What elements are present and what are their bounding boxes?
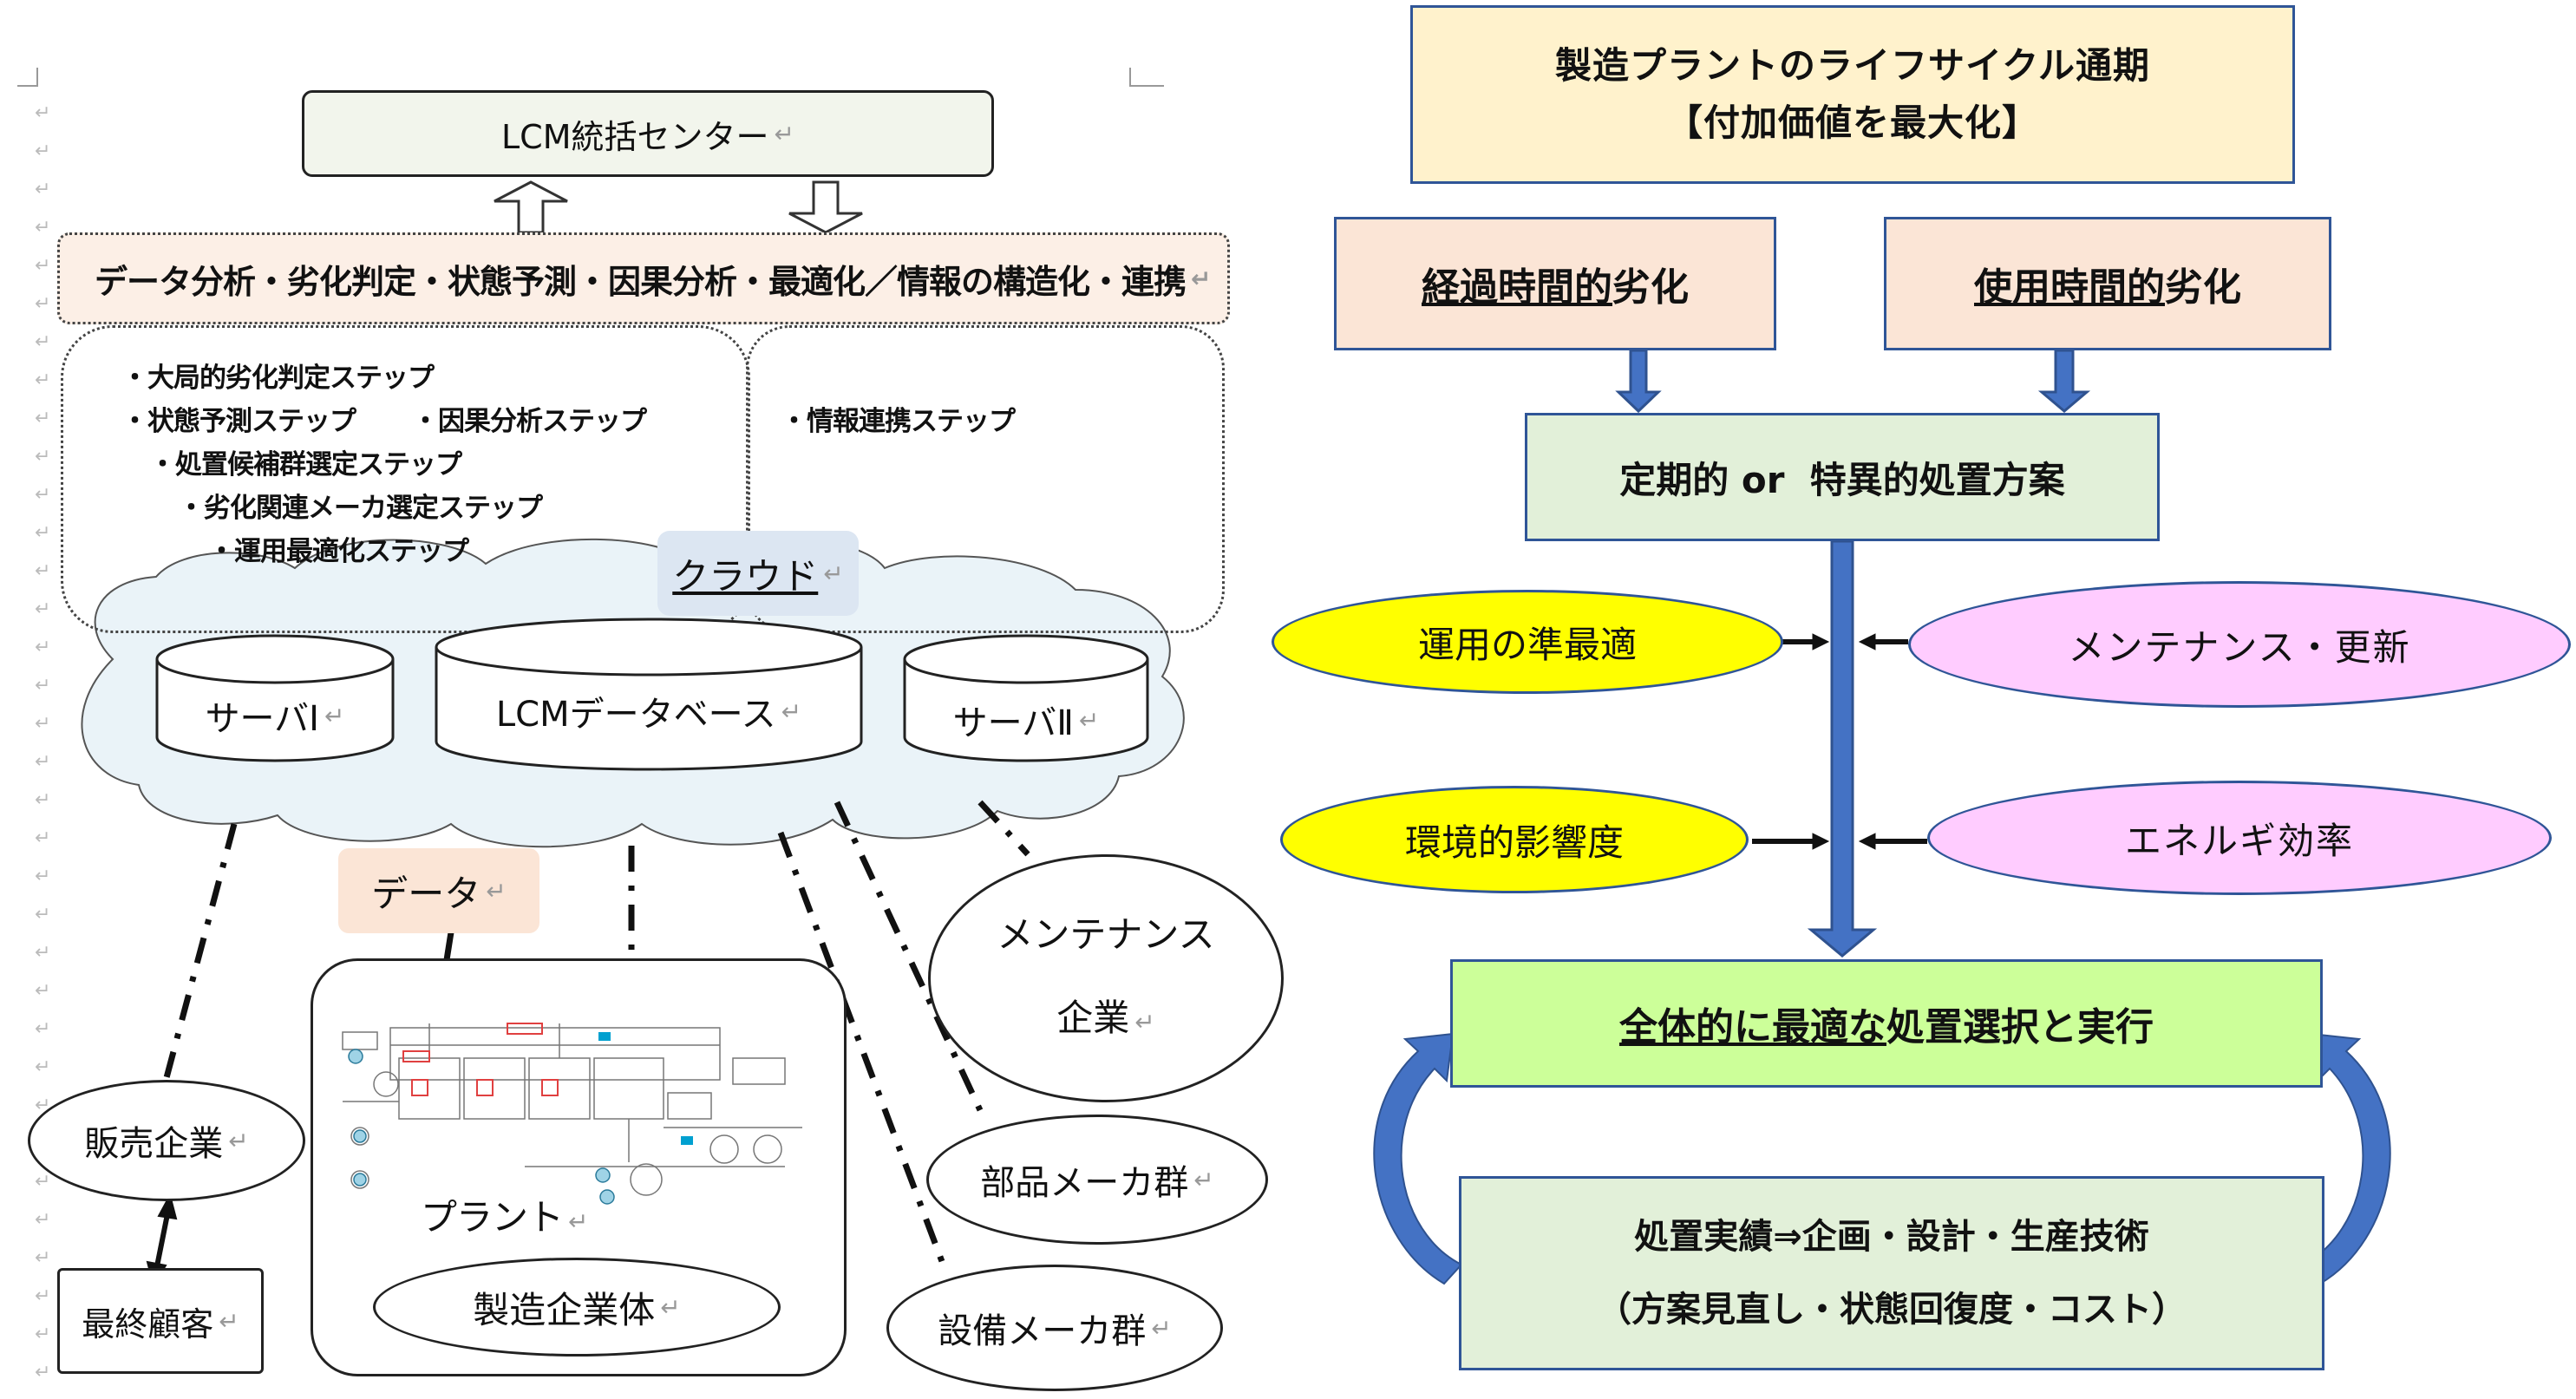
arrow-usage-to-plan bbox=[2037, 349, 2091, 413]
cloud-label-box: クラウド↵ bbox=[657, 531, 859, 616]
optimal-selection-box: 全体的に最適な処置選択と実行 bbox=[1450, 959, 2323, 1088]
server1-label-wrap: サーバⅠ↵ bbox=[154, 677, 396, 755]
usage-degradation-underlined: 使用時間的 bbox=[1974, 265, 2165, 310]
lifecycle-title-box: 製造プラントのライフサイクル通期 【付加価値を最大化】 bbox=[1410, 5, 2295, 184]
arrow-elapsed-to-plan bbox=[1615, 349, 1662, 414]
right-diagram-graphics bbox=[1373, 349, 2391, 1285]
step-candidate-selection: ・処置候補群選定ステップ bbox=[149, 449, 462, 480]
sales-company-label: 販売企業 bbox=[84, 1124, 224, 1164]
server1-label: サーバⅠ bbox=[205, 699, 319, 739]
optimal-selection-rest: 処置選択と実行 bbox=[1886, 1005, 2154, 1049]
analysis-steps-box bbox=[61, 325, 750, 633]
data-label: データ bbox=[371, 872, 481, 915]
operation-optimal-label: 運用の準最適 bbox=[1417, 623, 1637, 666]
maintenance-ellipse: メンテナンス 企業↵ bbox=[928, 854, 1284, 1102]
cloud-label: クラウド bbox=[672, 554, 819, 598]
connector-equipment bbox=[777, 831, 949, 1272]
step-state-prediction: ・状態予測ステップ bbox=[121, 406, 356, 437]
database-label: LCMデータベース bbox=[495, 695, 776, 735]
optimal-selection-underlined: 全体的に最適な bbox=[1619, 1005, 1886, 1049]
maintenance-label-line2: 企業 bbox=[1056, 996, 1130, 1039]
feedback-line2: （方案見直し・状態回復度・コスト） bbox=[1597, 1290, 2187, 1330]
feedback-line1: 処置実績⇒企画・設計・生産技術 bbox=[1634, 1217, 2149, 1257]
plant-label: プラント bbox=[421, 1196, 564, 1239]
end-customer-label: 最終顧客 bbox=[82, 1304, 214, 1343]
data-label-box: データ↵ bbox=[338, 848, 539, 933]
elapsed-degradation-underlined: 経過時間的 bbox=[1422, 265, 1612, 310]
lcm-center-box: LCM統括センター↵ bbox=[302, 90, 994, 177]
lifecycle-title-line1: 製造プラントのライフサイクル通期 bbox=[1555, 44, 2150, 87]
environmental-impact-label: 環境的影響度 bbox=[1404, 820, 1624, 864]
arrow-plan-to-selection bbox=[1807, 539, 1878, 958]
analysis-bar: データ分析・劣化判定・状態予測・因果分析・最適化／情報の構造化・連携↵ bbox=[57, 232, 1230, 324]
feedback-box: 処置実績⇒企画・設計・生産技術 （方案見直し・状態回復度・コスト） bbox=[1459, 1176, 2324, 1370]
database-cylinder bbox=[435, 618, 863, 771]
elapsed-degradation-rest: 劣化 bbox=[1612, 265, 1689, 310]
downlink-arrow bbox=[788, 180, 863, 234]
step-causal-analysis: ・因果分析ステップ bbox=[412, 406, 647, 437]
info-step-box bbox=[746, 325, 1225, 633]
usage-degradation-box: 使用時間的劣化 bbox=[1884, 217, 2331, 350]
parts-makers-ellipse: 部品メーカ群↵ bbox=[926, 1115, 1268, 1245]
connector-maintenance bbox=[977, 800, 1030, 857]
lifecycle-title-line2: 【付加価値を最大化】 bbox=[1665, 101, 2039, 144]
environmental-impact-ellipse: 環境的影響度 bbox=[1280, 786, 1749, 893]
step-operation-optimization: ・運用最適化ステップ bbox=[208, 536, 469, 567]
equipment-makers-label: 設備メーカ群 bbox=[938, 1311, 1147, 1351]
step-info-linkage: ・情報連携ステップ bbox=[781, 406, 1016, 437]
maintenance-renewal-label: メンテナンス・更新 bbox=[2068, 625, 2411, 669]
equipment-makers-ellipse: 設備メーカ群↵ bbox=[886, 1265, 1223, 1391]
server1-cylinder bbox=[155, 634, 395, 762]
sales-company-ellipse: 販売企業↵ bbox=[28, 1080, 305, 1201]
server2-label: サーバⅡ bbox=[952, 703, 1074, 743]
page-corner-mark bbox=[1129, 68, 1164, 87]
treatment-plan-box: 定期的 or 特異的処置方案 bbox=[1525, 413, 2160, 541]
plant-label-wrap: プラント↵ bbox=[421, 1196, 589, 1239]
energy-efficiency-ellipse: エネルギ効率 bbox=[1927, 781, 2552, 895]
uplink-arrow bbox=[494, 180, 568, 234]
manufacturer-label: 製造企業体 bbox=[473, 1288, 656, 1331]
energy-efficiency-label: エネルギ効率 bbox=[2124, 819, 2354, 862]
analysis-bar-label: データ分析・劣化判定・状態予測・因果分析・最適化／情報の構造化・連携 bbox=[95, 262, 1187, 301]
lcm-center-label: LCM統括センター bbox=[501, 117, 769, 156]
end-customer-box: 最終顧客↵ bbox=[57, 1268, 264, 1374]
maintenance-renewal-ellipse: メンテナンス・更新 bbox=[1908, 581, 2571, 708]
feedback-arrow-left bbox=[1373, 1032, 1463, 1285]
database-label-wrap: LCMデータベース↵ bbox=[434, 668, 864, 755]
plant-schematic-image bbox=[342, 1023, 802, 1205]
elapsed-degradation-box: 経過時間的劣化 bbox=[1334, 217, 1776, 350]
step-global-judgement: ・大局的劣化判定ステップ bbox=[121, 363, 435, 394]
maintenance-label-line1: メンテナンス bbox=[997, 912, 1215, 956]
connector-sales bbox=[161, 823, 238, 1085]
operation-optimal-ellipse: 運用の準最適 bbox=[1272, 590, 1783, 694]
parts-makers-label: 部品メーカ群 bbox=[980, 1163, 1189, 1203]
usage-degradation-rest: 劣化 bbox=[2165, 265, 2241, 310]
treatment-plan-label: 定期的 or 特異的処置方案 bbox=[1619, 458, 2065, 501]
server2-cylinder bbox=[903, 634, 1149, 762]
step-maker-selection: ・劣化関連メーカ選定ステップ bbox=[178, 493, 543, 524]
server2-label-wrap: サーバⅡ↵ bbox=[902, 681, 1150, 759]
page-corner-mark bbox=[17, 68, 38, 87]
manufacturer-ellipse: 製造企業体↵ bbox=[373, 1258, 781, 1357]
